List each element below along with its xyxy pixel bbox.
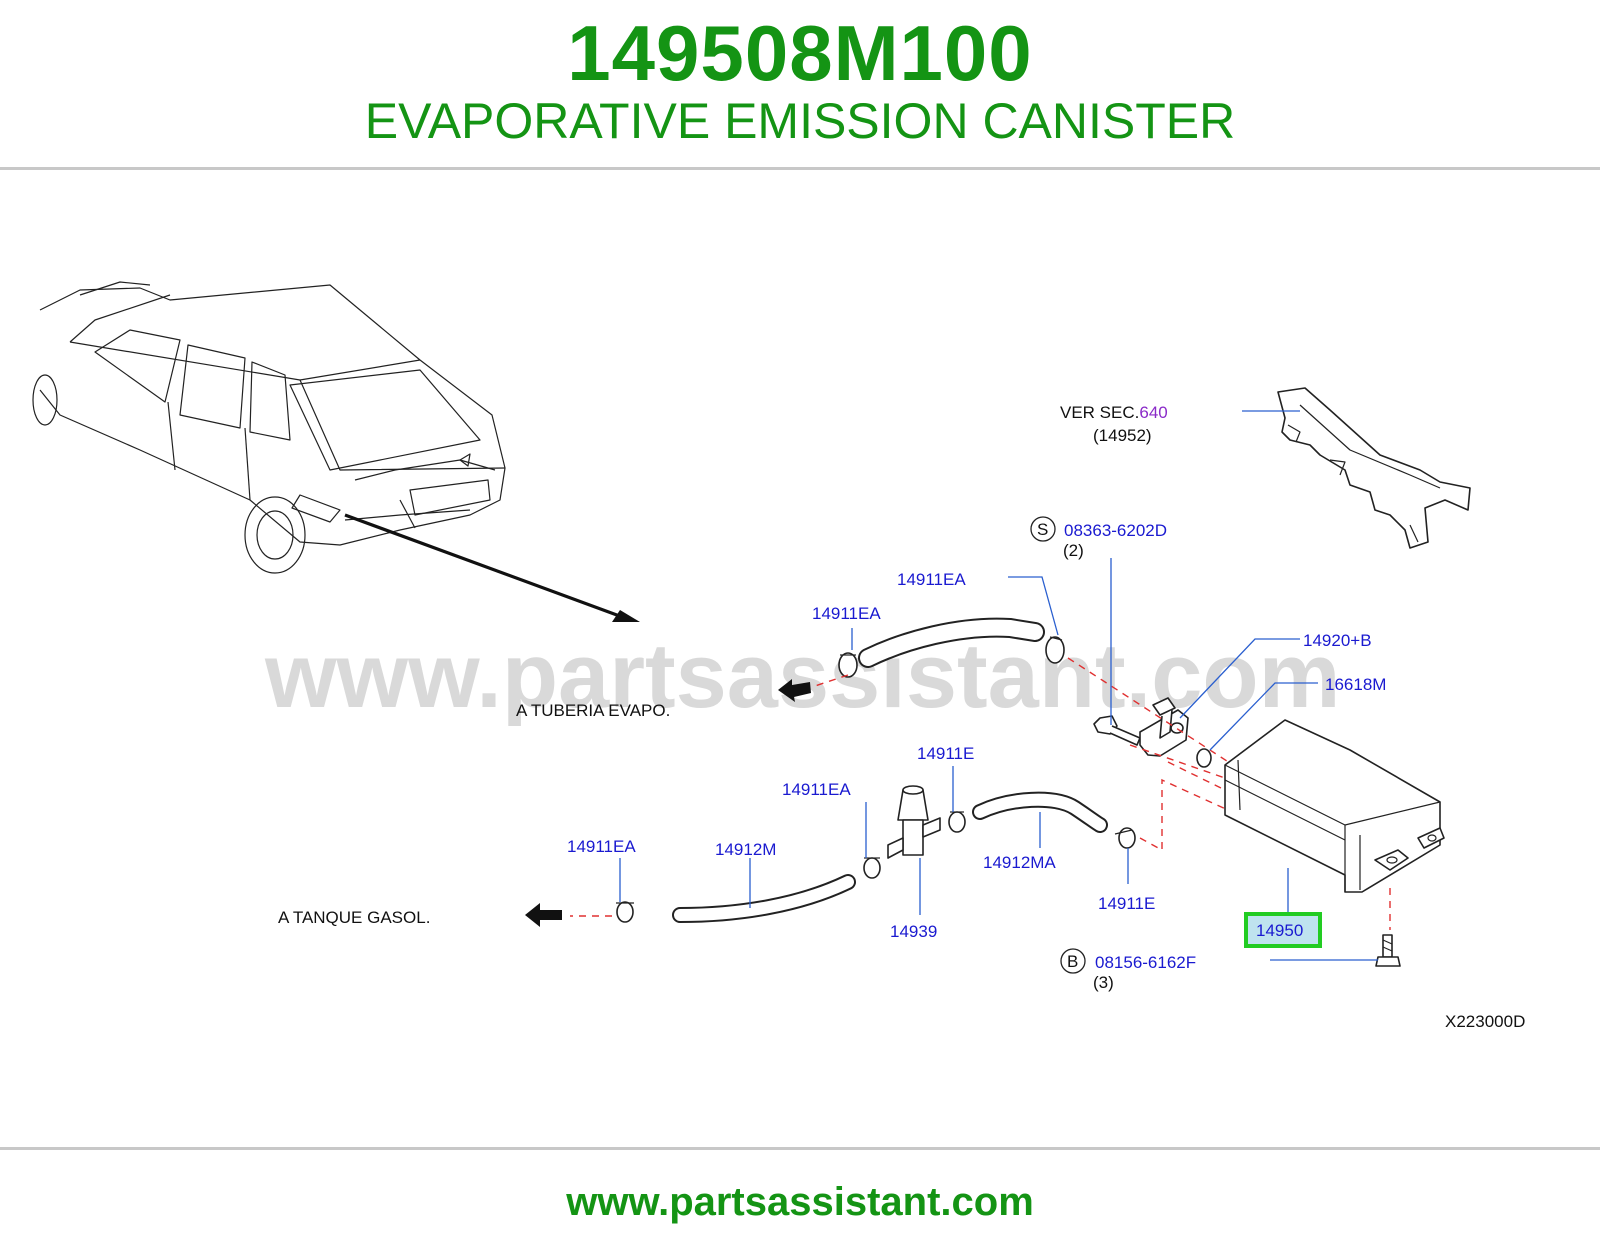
evap-pipe-arrow bbox=[778, 679, 811, 702]
bolt-letter: B bbox=[1067, 952, 1078, 971]
label-to-fuel-tank: A TANQUE GASOL. bbox=[278, 908, 430, 927]
screw-part bbox=[1093, 715, 1141, 746]
screw-code-label[interactable]: 08363-6202D bbox=[1064, 521, 1167, 540]
canister-highlight-box bbox=[1244, 912, 1322, 948]
label-clamp-mid-left[interactable]: 14911EA bbox=[782, 780, 851, 799]
label-clamp-top-left[interactable]: 14911EA bbox=[812, 604, 881, 623]
parts-diagram: www.partsassistant.com bbox=[32, 281, 1525, 1031]
clamp-upper-right bbox=[1045, 636, 1065, 664]
connector-14920 bbox=[1139, 697, 1189, 757]
label-clamp-top-right[interactable]: 14911EA bbox=[897, 570, 966, 589]
label-clamp-low[interactable]: 14911E bbox=[1098, 894, 1155, 913]
screw-qty: (2) bbox=[1063, 541, 1084, 560]
clamp-14911E-mid bbox=[948, 811, 966, 833]
clamp-14911E-low bbox=[1114, 827, 1136, 849]
valve-14939 bbox=[887, 785, 941, 859]
label-valve[interactable]: 14939 bbox=[890, 922, 937, 941]
label-hose-short[interactable]: 14912MA bbox=[983, 853, 1056, 872]
footer-divider bbox=[0, 1147, 1600, 1150]
label-hose-long[interactable]: 14912M bbox=[715, 840, 776, 859]
fuel-tank-arrow bbox=[525, 903, 562, 927]
car-illustration bbox=[32, 281, 506, 574]
ref-section-prefix: VER SEC.640 bbox=[1060, 403, 1168, 422]
label-clamp-bottom-left[interactable]: 14911EA bbox=[567, 837, 636, 856]
footer-website-link[interactable]: www.partsassistant.com bbox=[566, 1180, 1034, 1224]
label-to-evap-pipe: A TUBERIA EVAPO. bbox=[516, 701, 670, 720]
canister-14950 bbox=[1224, 719, 1445, 893]
hose-upper bbox=[858, 617, 1045, 668]
hose-14912M bbox=[672, 874, 856, 923]
page-header: 149508M100 EVAPORATIVE EMISSION CANISTER bbox=[0, 0, 1600, 170]
label-o-ring[interactable]: 16618M bbox=[1325, 675, 1386, 694]
hose-14912MA bbox=[972, 791, 1108, 833]
diagram-code: X223000D bbox=[1445, 1012, 1525, 1031]
screw-letter: S bbox=[1037, 520, 1048, 539]
label-connector[interactable]: 14920+B bbox=[1303, 631, 1372, 650]
header-divider bbox=[0, 167, 1600, 170]
bolt-part bbox=[1375, 934, 1401, 967]
bolt-code-label[interactable]: 08156-6162F bbox=[1095, 953, 1196, 972]
o-ring-16618 bbox=[1196, 748, 1212, 768]
part-name-subtitle: EVAPORATIVE EMISSION CANISTER bbox=[364, 93, 1236, 149]
clamp-upper-left bbox=[838, 652, 858, 678]
leader-lines bbox=[619, 410, 1378, 961]
ref-section-part: (14952) bbox=[1093, 426, 1152, 445]
car-location-arrow bbox=[344, 513, 640, 622]
label-canister[interactable]: 14950 bbox=[1256, 921, 1303, 940]
bolt-circle bbox=[1060, 948, 1086, 974]
alignment-lines bbox=[570, 657, 1391, 930]
part-number-title: 149508M100 bbox=[567, 9, 1033, 97]
clamp-14911EA-mid bbox=[863, 857, 881, 879]
screw-circle bbox=[1030, 516, 1056, 542]
bracket-14952 bbox=[1277, 387, 1471, 549]
clamp-14911EA-low bbox=[616, 901, 634, 923]
bolt-qty: (3) bbox=[1093, 973, 1114, 992]
label-clamp-mid-right[interactable]: 14911E bbox=[917, 744, 974, 763]
ref-section-link[interactable]: 640 bbox=[1139, 403, 1167, 422]
